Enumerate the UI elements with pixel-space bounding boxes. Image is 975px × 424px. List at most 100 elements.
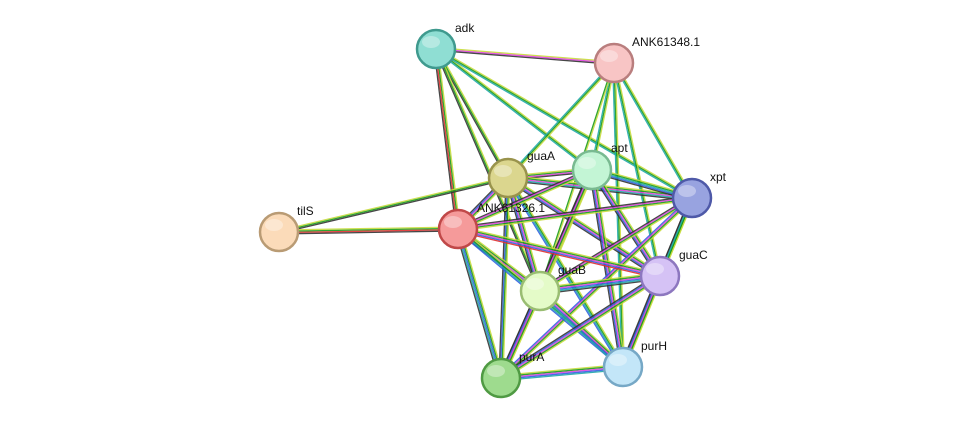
edge-evidence-line bbox=[457, 196, 692, 230]
edge-evidence-line bbox=[457, 168, 593, 229]
node-label-adk: adk bbox=[455, 21, 475, 35]
edge-evidence-line bbox=[593, 168, 663, 275]
node-circle-apt[interactable] bbox=[571, 149, 613, 191]
edge-evidence-line bbox=[501, 276, 662, 380]
node-highlight bbox=[526, 278, 544, 290]
edge-evidence-line bbox=[436, 48, 510, 178]
edge-evidence-line bbox=[458, 227, 661, 276]
edge-evidence-line bbox=[279, 230, 459, 235]
node-highlight bbox=[422, 36, 440, 48]
edge-evidence-line bbox=[539, 198, 693, 293]
edge-evidence-line bbox=[540, 199, 694, 294]
edge-evidence-line bbox=[458, 199, 693, 232]
edge-evidence-line bbox=[591, 169, 624, 368]
node-guaa[interactable] bbox=[487, 157, 529, 199]
edge-evidence-line bbox=[436, 47, 615, 63]
node-apt[interactable] bbox=[571, 149, 613, 191]
edge-evidence-line bbox=[434, 49, 540, 292]
node-guac[interactable] bbox=[639, 255, 681, 297]
edge-adk-ank61348-1 bbox=[435, 47, 615, 65]
edge-apt-purh bbox=[588, 169, 627, 368]
edge-evidence-line bbox=[507, 62, 615, 179]
edge-evidence-line bbox=[612, 63, 660, 277]
edge-evidence-line bbox=[457, 228, 661, 277]
edge-evidence-line bbox=[436, 47, 693, 198]
node-highlight bbox=[646, 263, 664, 275]
node-circle-guac[interactable] bbox=[639, 255, 681, 297]
edge-tils-guaa bbox=[278, 176, 509, 234]
edge-ank61326-1-pura bbox=[454, 228, 505, 379]
edge-evidence-line bbox=[499, 273, 659, 377]
edge-evidence-line bbox=[501, 367, 624, 380]
edge-ank61348-1-guaa bbox=[506, 61, 616, 180]
edge-evidence-line bbox=[506, 61, 614, 178]
edge-evidence-line bbox=[509, 175, 662, 275]
edge-evidence-line bbox=[458, 225, 661, 275]
node-label-apt: apt bbox=[611, 141, 628, 155]
node-circle-ank61326-1[interactable] bbox=[437, 208, 479, 250]
edge-evidence-line bbox=[278, 226, 458, 231]
edge-evidence-line bbox=[458, 170, 593, 231]
edge-evidence-line bbox=[502, 178, 511, 379]
edge-xpt-guab bbox=[538, 195, 694, 294]
nodes-layer bbox=[258, 28, 713, 399]
edge-adk-ank61326-1 bbox=[433, 48, 461, 230]
edge-evidence-line bbox=[437, 48, 461, 229]
edge-evidence-line bbox=[538, 195, 692, 290]
edge-ank61348-1-xpt bbox=[612, 62, 694, 199]
edge-evidence-line bbox=[279, 228, 459, 234]
edge-evidence-line bbox=[435, 49, 692, 200]
edge-evidence-line bbox=[456, 167, 592, 228]
edge-evidence-line bbox=[500, 177, 510, 379]
node-guab[interactable] bbox=[519, 270, 561, 312]
node-highlight bbox=[678, 185, 696, 197]
node-circle-guaa[interactable] bbox=[487, 157, 529, 199]
edge-evidence-line bbox=[278, 227, 458, 233]
node-purh[interactable] bbox=[602, 346, 644, 388]
edge-evidence-line bbox=[458, 171, 594, 232]
node-circle-guab[interactable] bbox=[519, 270, 561, 312]
node-highlight bbox=[578, 157, 596, 169]
edge-evidence-line bbox=[436, 47, 594, 170]
edge-evidence-line bbox=[614, 62, 694, 198]
node-adk[interactable] bbox=[415, 28, 457, 70]
node-label-ank61326-1: ANK61326.1 bbox=[477, 201, 545, 215]
node-circle-purh[interactable] bbox=[602, 346, 644, 388]
node-ank61326-1[interactable] bbox=[437, 208, 479, 250]
edge-evidence-line bbox=[592, 169, 625, 367]
node-circle-tils[interactable] bbox=[258, 211, 300, 253]
edge-evidence-line bbox=[588, 170, 622, 368]
node-circle-adk[interactable] bbox=[415, 28, 457, 70]
edge-evidence-line bbox=[499, 274, 660, 378]
edge-evidence-line bbox=[278, 177, 509, 233]
edge-evidence-line bbox=[499, 177, 509, 379]
node-label-guac: guaC bbox=[679, 248, 708, 262]
node-highlight bbox=[600, 50, 618, 62]
node-highlight bbox=[494, 165, 512, 177]
edge-evidence-line bbox=[613, 62, 661, 277]
edge-ank61326-1-guac bbox=[457, 225, 661, 280]
edge-evidence-line bbox=[456, 229, 501, 379]
node-ank61348-1[interactable] bbox=[593, 42, 635, 84]
edge-evidence-line bbox=[541, 170, 595, 293]
edge-evidence-line bbox=[434, 49, 592, 172]
edge-evidence-line bbox=[501, 368, 624, 382]
node-circle-pura[interactable] bbox=[480, 357, 522, 399]
edge-evidence-line bbox=[435, 49, 614, 65]
edge-evidence-line bbox=[507, 178, 692, 200]
node-xpt[interactable] bbox=[671, 177, 713, 219]
node-highlight bbox=[487, 365, 505, 377]
node-label-guab: guaB bbox=[558, 263, 586, 277]
edge-evidence-line bbox=[592, 168, 662, 276]
edge-evidence-line bbox=[501, 197, 693, 379]
node-circle-ank61348-1[interactable] bbox=[593, 42, 635, 84]
edge-evidence-line bbox=[454, 229, 500, 379]
node-highlight bbox=[444, 216, 462, 228]
node-tils[interactable] bbox=[258, 211, 300, 253]
node-pura[interactable] bbox=[480, 357, 522, 399]
edge-guac-pura bbox=[499, 273, 662, 381]
node-circle-xpt[interactable] bbox=[671, 177, 713, 219]
node-label-ank61348-1: ANK61348.1 bbox=[632, 35, 700, 49]
